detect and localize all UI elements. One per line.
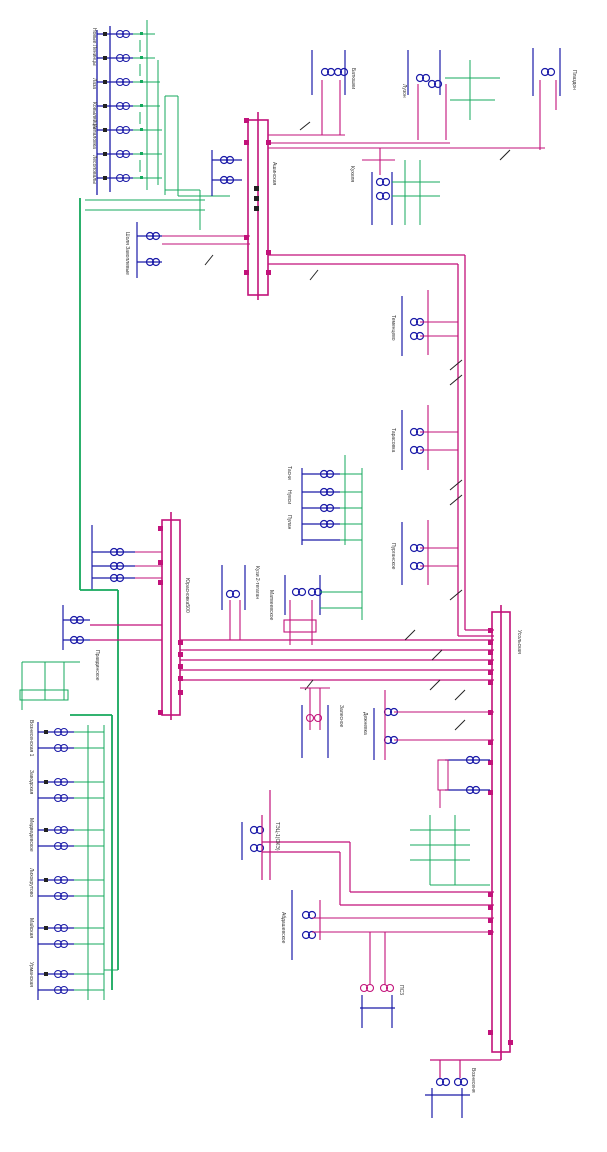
top-left-transformers: [116, 30, 130, 182]
top-left-breakers: [103, 32, 107, 180]
label-lesopovaly: Лесоповалы: [91, 155, 97, 184]
substation-pravdinskoe: Правдинское: [19, 605, 162, 710]
label-repalovka: Репаловка: [91, 124, 97, 149]
top-left-green-nodes: [140, 32, 143, 179]
top-left-substation-group: Новые Ленинцы Лаза Ковыляйцы Репаловка Л…: [91, 20, 179, 196]
trunk-switch-ticks: [204, 121, 511, 601]
label-urmanskaya: Урманская: [28, 962, 34, 987]
substation-luzon: [407, 50, 443, 95]
substation-tarasovka: [401, 410, 425, 470]
label-nuvsi: Нувси: [286, 490, 292, 504]
ashinskaya-left-transformer: [211, 150, 242, 196]
label-matveevskoe: Матвеевское: [268, 590, 274, 620]
bottom-left-substations: Вознесенская 1 Заводская Медведевское Ли…: [28, 720, 118, 1000]
substation-matveevskoe: Матвеевское: [268, 575, 362, 645]
label-voznesenskaya1: Вознесенская 1: [28, 720, 34, 757]
label-luzon: Лузон: [401, 84, 407, 98]
label-tarasovka: Тарасовка: [390, 428, 396, 452]
substation-batyushki: [311, 50, 349, 95]
top-left-mv-feeders: [133, 20, 179, 196]
substation-yurasnovka: Юрасновка500: [91, 512, 190, 720]
label-abdashevskoe: Абдашевское: [280, 912, 286, 944]
substation-zalesnoe: Залесное: [300, 687, 344, 758]
label-laza: Лаза: [91, 78, 97, 89]
substation-abdashevskoe: Абдашевское: [280, 890, 494, 960]
top-right-substations: Батюшки Лузон: [268, 48, 577, 225]
substation-temencevo: [401, 296, 425, 356]
label-voznesenya: Вознесеня: [470, 1068, 476, 1093]
substation-ps3: ПС3: [359, 932, 404, 1028]
label-purganskoe: Пурганское: [390, 543, 396, 570]
label-yurasnovka: Юрасновка500: [184, 578, 190, 613]
substation-tec1: ТЭЦ-1(ОКЭ): [241, 790, 494, 906]
substation-sholya: Шоля Завоплевые: [124, 222, 250, 278]
label-kuhelya: Кухеля: [349, 166, 355, 182]
label-usolskaya: Усольская: [516, 630, 522, 654]
right-mid-substations: Теменцево Тарасовка Пурганское: [390, 290, 458, 585]
label-tasni: Тасни: [286, 466, 292, 480]
label-kuzi: Кузи 2-тегаган: [254, 566, 260, 599]
usolskaya-right-units: [410, 755, 490, 886]
label-sholya: Шоля Завоплевые: [124, 232, 130, 275]
label-mayskaya: Майская: [28, 918, 35, 938]
label-novye-lenintsy: Новые Ленинцы: [91, 28, 97, 66]
substation-purganskoe: [401, 522, 425, 585]
label-lihokrutovo: Лихокрутово: [28, 868, 34, 897]
substation-dezhnevka: Дежневка: [362, 690, 494, 760]
top-left-lv-bus: [96, 26, 133, 195]
hv-links-yurasnovka-usolskaya: [180, 639, 494, 681]
label-zalesnoe: Залесное: [338, 705, 344, 728]
substation-usolskaya: Усольская: [488, 605, 522, 1060]
substation-plazdon: [532, 48, 561, 96]
label-pulan: Пулан: [286, 515, 292, 530]
substation-kuhelya: [371, 172, 393, 225]
substation-kuzi: Кузи 2-тегаган: [221, 565, 260, 640]
label-dezhnevka: Дежневка: [362, 712, 368, 735]
label-plazdon: Плаздон: [571, 70, 577, 90]
top-left-to-main-links: [85, 189, 230, 230]
label-ps3: ПС3: [398, 985, 404, 995]
label-ashinskaya: Ашинская: [271, 162, 277, 185]
substation-voznesenya: Вознесеня: [425, 1050, 502, 1118]
hv-trunk-ashinskaya-usolskaya: [268, 254, 494, 637]
yurasnovka-lv-side: [91, 525, 135, 590]
substation-ashinskaya: Ашинская: [211, 112, 277, 300]
green-mv-tie-long: [70, 198, 119, 990]
label-medvedevskoe: Медведевское: [28, 818, 34, 852]
label-pravdinskoe: Правдинское: [94, 650, 100, 681]
label-batyushki: Батюшки: [350, 68, 356, 89]
label-zavodskaya: Заводская: [28, 770, 34, 795]
label-temencevo: Теменцево: [390, 315, 396, 341]
label-tec1: ТЭЦ-1(ОКЭ): [274, 822, 280, 851]
label-kovylyaytsy: Ковыляйцы: [91, 102, 98, 129]
mid-green-substations: Тасни Нувси Пулан: [286, 455, 363, 620]
